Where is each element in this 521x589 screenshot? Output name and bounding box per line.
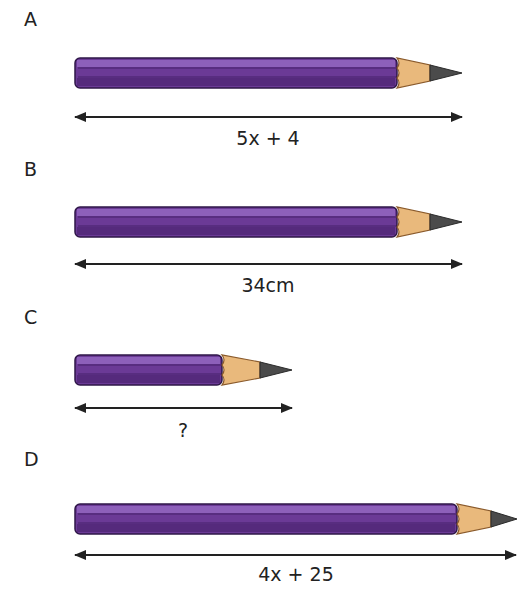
pencil-edge	[78, 365, 222, 366]
dimension-arrow	[75, 263, 462, 265]
pencil-wood	[397, 58, 430, 88]
pencil-outline	[75, 207, 397, 237]
length-label: ?	[176, 419, 190, 442]
dimension-arrow	[75, 554, 516, 556]
pencil-shade	[77, 375, 220, 383]
pencil-edge	[78, 523, 457, 524]
pencil	[75, 355, 292, 385]
length-label: 5x + 4	[234, 127, 301, 150]
pencil-body	[75, 355, 222, 385]
pencil-body	[75, 58, 397, 88]
pencil-edge	[78, 374, 222, 375]
pencil-outline	[75, 355, 222, 385]
length-label: 4x + 25	[256, 562, 336, 585]
pencil-lead	[260, 362, 292, 378]
pencil-lead	[491, 511, 517, 527]
pencil-edge	[78, 68, 397, 69]
pencil-edge	[78, 77, 397, 78]
pencil-edge	[78, 226, 397, 227]
pencil-highlight	[77, 60, 395, 67]
pencil-highlight	[77, 209, 395, 216]
pencil-outline	[75, 504, 457, 534]
pencil-wood	[222, 355, 260, 385]
dimension-arrow	[75, 407, 292, 409]
row-letter: B	[22, 158, 39, 181]
pencil-edge	[78, 514, 457, 515]
pencil	[75, 504, 517, 534]
pencil-wood	[397, 207, 430, 237]
pencil-body	[75, 207, 397, 237]
row-letter: D	[22, 448, 41, 471]
pencil	[75, 207, 462, 237]
row-letter: A	[22, 8, 39, 31]
row-letter: C	[22, 306, 39, 329]
pencil	[75, 58, 462, 88]
dimension-arrow	[75, 116, 462, 118]
pencil-shade	[77, 78, 395, 86]
pencil-wood	[457, 504, 491, 534]
pencil-shade	[77, 524, 455, 532]
pencil-highlight	[77, 357, 220, 364]
pencil-shade	[77, 227, 395, 235]
pencil-lead	[430, 214, 462, 230]
pencil-edge	[78, 217, 397, 218]
length-label: 34cm	[239, 274, 296, 297]
pencil-body	[75, 504, 457, 534]
pencil-lead	[430, 65, 462, 81]
pencil-highlight	[77, 506, 455, 513]
pencil-outline	[75, 58, 397, 88]
